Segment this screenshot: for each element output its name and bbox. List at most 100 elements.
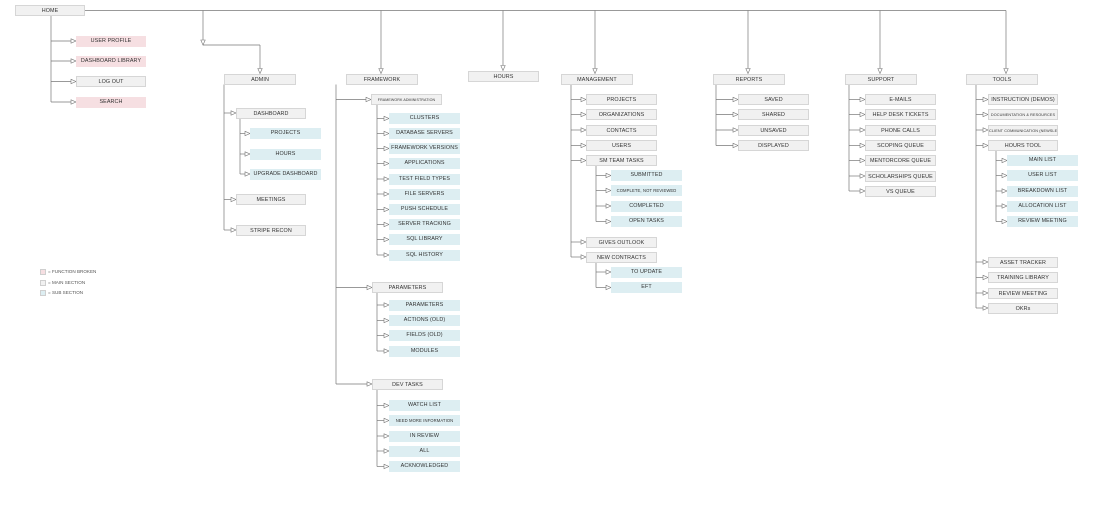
legend-swatch-sub [40,290,46,296]
framework-applications-node[interactable]: APPLICATIONS [389,158,460,169]
tools-instruction-demos-node[interactable]: INSTRUCTION (DEMOS) [988,94,1058,105]
framework-parameters-node[interactable]: PARAMETERS [372,282,443,293]
framework-administration-node[interactable]: FRAMEWORK ADMINISTRATION [371,94,442,105]
tools-okrs-node[interactable]: OKRs [988,302,1058,314]
new-contracts-node[interactable]: NEW CONTRACTS [586,251,657,263]
arrowhead [366,284,373,291]
arrowhead [70,78,77,85]
log-out-link[interactable]: LOG OUT [76,76,146,87]
parameters-fields-old-node[interactable]: FIELDS (OLD) [389,330,460,341]
sm-team-tasks-node[interactable]: SM TEAM TASKS [586,155,657,166]
reports-shared-node[interactable]: SHARED [738,109,809,120]
arrowhead [383,332,390,339]
user-profile-link[interactable]: USER PROFILE [76,35,146,47]
support-help-desk-tickets-node[interactable]: HELP DESK TICKETS [865,109,936,120]
hours-tool-allocation-list-node[interactable]: ALLOCATION LIST [1007,200,1078,212]
admin-projects-node[interactable]: PROJECTS [250,128,321,139]
arrowhead [244,151,251,157]
sm-open-tasks-node[interactable]: OPEN TASKS [611,216,682,227]
reports-node[interactable]: REPORTS [713,73,785,85]
dev-tasks-acknowledged-node[interactable]: ACKNOWLEDGED [389,461,460,472]
management-projects-node[interactable]: PROJECTS [586,94,657,105]
support-e-mails-node[interactable]: E-MAILS [865,94,936,105]
framework-test-field-types-node[interactable]: TEST FIELD TYPES [389,173,460,185]
support-node[interactable]: SUPPORT [845,73,917,85]
arrowhead [1001,203,1008,209]
hours-tool-user-list-node[interactable]: USER LIST [1007,170,1078,181]
arrowhead [859,96,866,103]
parameters-actions-old-node[interactable]: ACTIONS (OLD) [389,315,460,326]
dev-tasks-watch-list-node[interactable]: WATCH LIST [389,400,460,411]
arrowhead [383,463,390,470]
admin-node[interactable]: ADMIN [224,73,296,85]
arrowhead [70,58,77,64]
hours-tool-node[interactable]: HOURS TOOL [988,140,1058,151]
tools-documentation-resources-node[interactable]: DOCUMENTATION & RESOURCES [988,109,1058,120]
framework-file-servers-node[interactable]: FILE SERVERS [389,188,460,200]
management-organizations-node[interactable]: ORGANIZATIONS [586,109,657,120]
admin-hours-node[interactable]: HOURS [250,148,321,160]
reports-saved-node[interactable]: SAVED [738,94,809,105]
hours-node[interactable]: HOURS [468,70,539,82]
parameters-parameters-node[interactable]: PARAMETERS [389,299,460,311]
arrowhead [859,157,866,164]
arrowhead [257,68,263,75]
parameters-modules-node[interactable]: MODULES [389,345,460,357]
arrowhead [580,254,587,260]
reports-unsaved-node[interactable]: UNSAVED [738,124,809,136]
framework-sql-history-node[interactable]: SQL HISTORY [389,249,460,261]
framework-push-schedule-node[interactable]: PUSH SCHEDULE [389,204,460,215]
admin-upgrade-dashboard-node[interactable]: UPGRADE DASHBOARD [250,168,321,180]
framework-node[interactable]: FRAMEWORK [346,73,418,85]
support-phone-calls-node[interactable]: PHONE CALLS [865,124,936,136]
dev-tasks-in-review-node[interactable]: IN REVIEW [389,430,460,442]
arrowhead [383,236,390,243]
support-mentorcore-queue-node[interactable]: MENTORCORE QUEUE [865,155,936,166]
sm-submitted-node[interactable]: SUBMITTED [611,170,682,181]
tools-review-meeting-node[interactable]: REVIEW MEETING [988,287,1058,299]
sm-complete-not-reviewed-node[interactable]: COMPLETE, NOT REVIEWED [611,185,682,196]
arrowhead [383,302,390,308]
framework-framework-versions-node[interactable]: FRAMEWORK VERSIONS [389,143,460,154]
tools-client-communication-newsletter-node[interactable]: CLIENT COMMUNICATION (NEWSLETTER) [988,124,1058,136]
tools-training-library-node[interactable]: TRAINING LIBRARY [988,272,1058,283]
gives-outlook-node[interactable]: GIVES OUTLOOK [586,236,657,248]
hours-tool-main-list-node[interactable]: MAIN LIST [1007,155,1078,166]
dev-tasks-need-more-information-node[interactable]: NEED MORE INFORMATION [389,415,460,426]
arrowhead [500,65,506,72]
hours-tool-breakdown-list-node[interactable]: BREAKDOWN LIST [1007,185,1078,197]
framework-sql-library-node[interactable]: SQL LIBRARY [389,234,460,245]
admin-meetings-node[interactable]: MEETINGS [236,194,306,205]
contracts-to-update-node[interactable]: TO UPDATE [611,266,682,278]
legend-swatch-main [40,279,46,286]
admin-dashboard-node[interactable]: DASHBOARD [236,107,306,119]
tools-node[interactable]: TOOLS [966,73,1038,85]
framework-database-servers-node[interactable]: DATABASE SERVERS [389,128,460,139]
reports-displayed-node[interactable]: DISPLAYED [738,140,809,151]
support-scoping-queue-node[interactable]: SCOPING QUEUE [865,140,936,151]
arrowhead [982,259,989,265]
arrowhead [366,381,373,387]
admin-stripe-recon-node[interactable]: STRIPE RECON [236,224,306,236]
sm-completed-node[interactable]: COMPLETED [611,200,682,212]
tools-asset-tracker-node[interactable]: ASSET TRACKER [988,256,1058,268]
management-contacts-node[interactable]: CONTACTS [586,124,657,136]
framework-clusters-node[interactable]: CLUSTERS [389,113,460,124]
arrowhead [605,284,612,291]
management-node[interactable]: MANAGEMENT [561,73,633,85]
contracts-eft-node[interactable]: EFT [611,282,682,293]
management-users-node[interactable]: USERS [586,140,657,151]
arrowhead [365,96,372,103]
home-node[interactable]: HOME [15,5,85,16]
framework-dev-tasks-node[interactable]: DEV TASKS [372,378,443,390]
framework-server-tracking-node[interactable]: SERVER TRACKING [389,219,460,230]
support-scholarships-queue-node[interactable]: SCHOLARSHIPS QUEUE [865,170,936,182]
dev-tasks-all-node[interactable]: ALL [389,445,460,457]
arrowhead [383,348,390,354]
support-vs-queue-node[interactable]: VS QUEUE [865,185,936,197]
arrowhead [200,39,206,46]
dashboard-library-link[interactable]: DASHBOARD LIBRARY [76,55,146,67]
hours-tool-review-meeting-node[interactable]: REVIEW MEETING [1007,216,1078,227]
search-link[interactable]: SEARCH [76,96,146,108]
arrowhead [1001,188,1008,194]
